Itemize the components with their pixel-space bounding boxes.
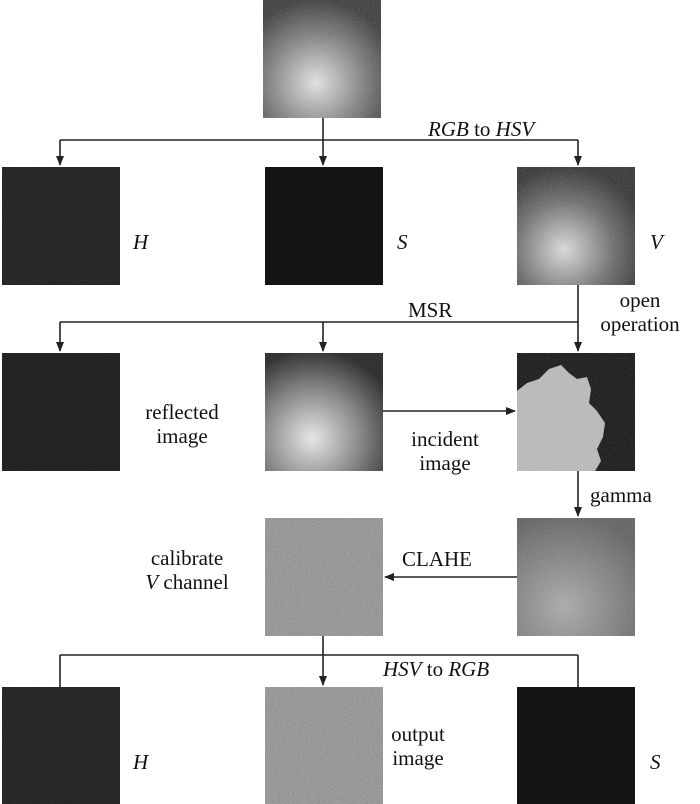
open-operation-image bbox=[517, 353, 635, 471]
s-output-label: S bbox=[650, 750, 661, 774]
to-text: to bbox=[421, 657, 449, 681]
calibrate-text: calibrate bbox=[150, 546, 224, 570]
v-label: V bbox=[650, 230, 663, 254]
h-output-label: H bbox=[133, 750, 149, 774]
rgb-to-hsv-label: RGB to HSV bbox=[428, 117, 534, 141]
operation-text: operation bbox=[600, 312, 680, 336]
output-image bbox=[265, 687, 383, 804]
s-label: S bbox=[397, 230, 408, 254]
open-text: open bbox=[619, 288, 661, 312]
output-text: output bbox=[391, 722, 445, 746]
clahe-label: CLAHE bbox=[402, 547, 472, 571]
incident-text: incident bbox=[411, 427, 479, 451]
gamma-label: gamma bbox=[590, 483, 652, 507]
image-text: image bbox=[156, 424, 208, 448]
reflected-image bbox=[2, 353, 120, 471]
reflected-text: reflected bbox=[145, 400, 219, 424]
calibrated-v-channel-image bbox=[265, 518, 383, 636]
rgb-text: RGB bbox=[448, 657, 490, 681]
to-text: to bbox=[468, 117, 496, 141]
channel-text: channel bbox=[158, 570, 229, 594]
h-channel-image bbox=[2, 167, 120, 285]
v-text: V bbox=[145, 570, 159, 594]
incident-image bbox=[265, 353, 383, 471]
hsv-to-rgb-label: HSV to RGB bbox=[383, 657, 489, 681]
input-image bbox=[263, 0, 381, 118]
gamma-image bbox=[517, 518, 635, 636]
v-channel-image bbox=[517, 167, 635, 285]
v-channel-text: V channel bbox=[140, 570, 234, 594]
h-channel-output-image bbox=[2, 687, 120, 804]
rgb-text: RGB bbox=[428, 117, 469, 141]
h-label: H bbox=[133, 230, 149, 254]
image-text: image bbox=[392, 746, 444, 770]
s-channel-image bbox=[265, 167, 383, 285]
s-channel-output-image bbox=[517, 687, 635, 804]
hsv-text: HSV bbox=[383, 657, 422, 681]
hsv-text: HSV bbox=[495, 117, 535, 141]
image-text: image bbox=[419, 451, 471, 475]
msr-label: MSR bbox=[408, 298, 453, 322]
